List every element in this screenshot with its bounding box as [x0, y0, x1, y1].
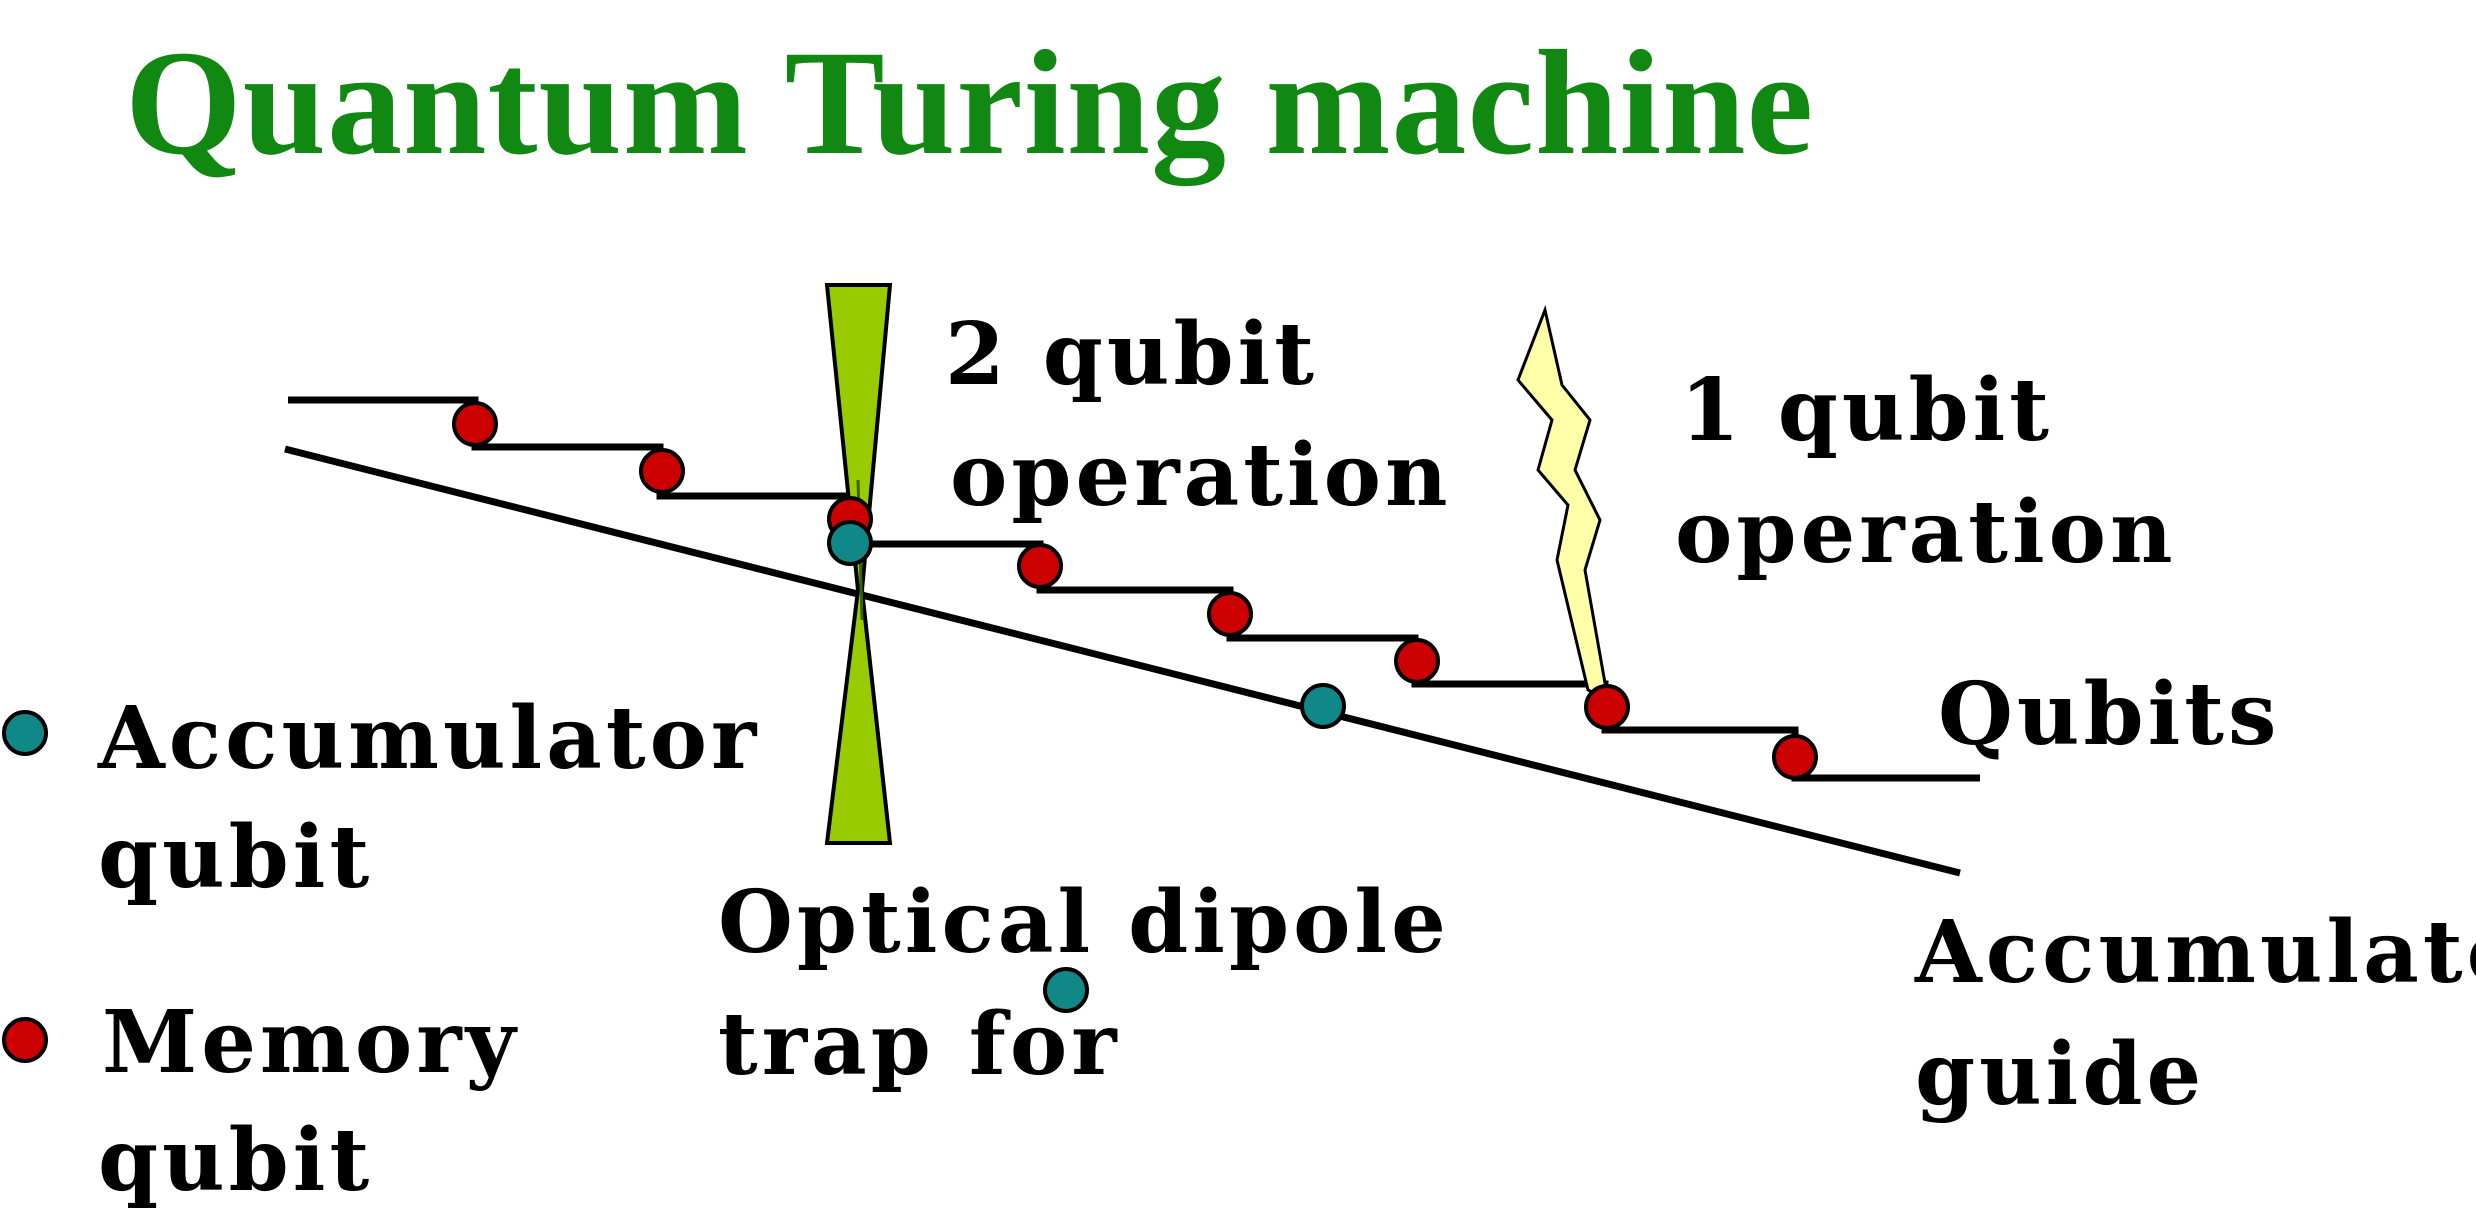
accumulator-guide-label-line1: Accumulato: [1915, 902, 2476, 1003]
legend-accumulator-label-line2: qubit: [98, 807, 374, 908]
dipole-trap-label-line2: trap for: [718, 994, 1121, 1095]
memory-qubit-track: [288, 396, 1980, 782]
legend-memory-label-line2: qubit: [98, 1110, 374, 1211]
two-qubit-operation-label-line2: operation: [950, 425, 1452, 526]
memory-qubit-dot: [1772, 734, 1818, 780]
accumulator-guide-line: [284, 445, 1961, 877]
two-qubit-operation-label-line1: 2 qubit: [945, 304, 1318, 405]
one-qubit-operation-label-line2: operation: [1675, 482, 2177, 583]
laser-bolt-icon: [1516, 304, 1610, 703]
page-title: Quantum Turing machine: [125, 20, 1815, 186]
memory-qubit-dot: [452, 401, 498, 447]
memory-qubit-dot: [1584, 684, 1630, 730]
memory-qubit-dot: [1394, 638, 1440, 684]
memory-qubits: [452, 401, 1818, 780]
legend-memory-label-line1: Memory: [102, 992, 520, 1093]
accumulator-qubit-dot: [1043, 967, 1089, 1013]
legend-accumulator-label-line1: Accumulator: [98, 688, 761, 789]
memory-qubit-dot: [1017, 543, 1063, 589]
qubits-label: Qubits: [1938, 664, 2281, 765]
accumulator-qubit-dot: [1300, 683, 1346, 729]
legend-accumulator-dot: [2, 710, 48, 756]
memory-qubit-dot: [1207, 591, 1253, 637]
memory-qubit-dot: [639, 448, 685, 494]
accumulator-guide-label-line2: guide: [1915, 1024, 2206, 1125]
accumulator-qubits: [827, 520, 1346, 1013]
legend-memory-dot: [2, 1017, 48, 1063]
accumulator-qubit-dot: [827, 520, 873, 566]
one-qubit-operation-label-line1: 1 qubit: [1680, 360, 2053, 461]
dipole-trap-label-line1: Optical dipole: [718, 872, 1450, 973]
